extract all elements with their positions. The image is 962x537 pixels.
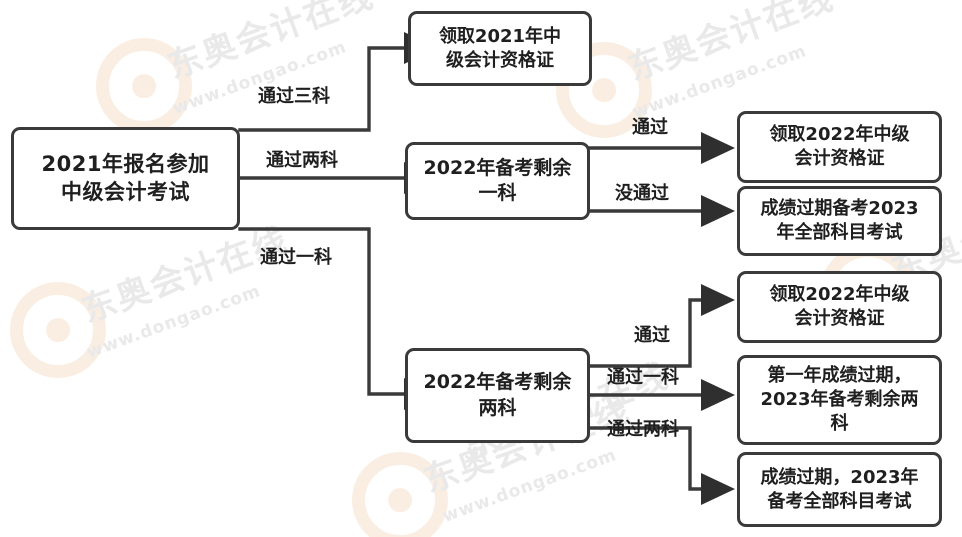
edge-label-pass-three: 通过三科 — [258, 86, 330, 107]
edge-label-pass-b: 通过 — [634, 325, 670, 346]
edge-label-pass-a: 通过 — [632, 117, 668, 138]
node-cert-2022-a-label: 领取2022年中级 会计资格证 — [769, 124, 910, 169]
node-remain-two-label: 2022年备考剩余 两科 — [423, 371, 572, 419]
edge-root-to-remain-two — [238, 227, 419, 396]
node-cert-2021-label: 领取2021年中 级会计资格证 — [438, 25, 562, 71]
node-remain-one-label: 2022年备考剩余 一科 — [423, 156, 572, 204]
edge-root-to-cert2021 — [238, 46, 419, 132]
node-cert-2022-a[interactable]: 领取2022年中级 会计资格证 — [737, 111, 942, 183]
node-remain-two[interactable]: 2022年备考剩余 两科 — [405, 348, 590, 443]
arrowhead-cert2022-b — [701, 284, 735, 316]
edge-label-pass-one: 通过一科 — [260, 247, 332, 268]
node-first-year-expire-label: 第一年成绩过期， 2023年备考剩余两 科 — [760, 365, 919, 434]
node-remain-one[interactable]: 2022年备考剩余 一科 — [405, 142, 590, 220]
node-root[interactable]: 2021年报名参加 中级会计考试 — [11, 127, 240, 230]
edge-label-pass-two-b: 通过两科 — [607, 419, 679, 440]
node-cert-2022-b-label: 领取2022年中级 会计资格证 — [769, 284, 910, 329]
node-cert-2022-b[interactable]: 领取2022年中级 会计资格证 — [737, 271, 942, 343]
edge-label-pass-two: 通过两科 — [266, 150, 338, 171]
arrowhead-cert2022-a — [701, 132, 735, 164]
node-root-label: 2021年报名参加 中级会计考试 — [41, 151, 210, 204]
node-expire-all-2023-b-label: 成绩过期，2023年 备考全部科目考试 — [760, 466, 919, 512]
node-expire-all-2023-b[interactable]: 成绩过期，2023年 备考全部科目考试 — [737, 452, 942, 527]
edge-label-fail-a: 没通过 — [615, 183, 669, 204]
node-expire-all-2023-label: 成绩过期备考2023 年全部科目考试 — [760, 198, 919, 243]
node-cert-2021[interactable]: 领取2021年中 级会计资格证 — [408, 11, 592, 86]
arrowhead-expire-all-2023 — [701, 195, 735, 227]
edge-label-pass-one-b: 通过一科 — [607, 367, 679, 388]
arrowhead-first-year-expire — [701, 379, 735, 411]
node-expire-all-2023[interactable]: 成绩过期备考2023 年全部科目考试 — [737, 186, 942, 256]
node-first-year-expire[interactable]: 第一年成绩过期， 2023年备考剩余两 科 — [737, 355, 942, 445]
arrowhead-expire-all-2023-b — [701, 473, 735, 505]
